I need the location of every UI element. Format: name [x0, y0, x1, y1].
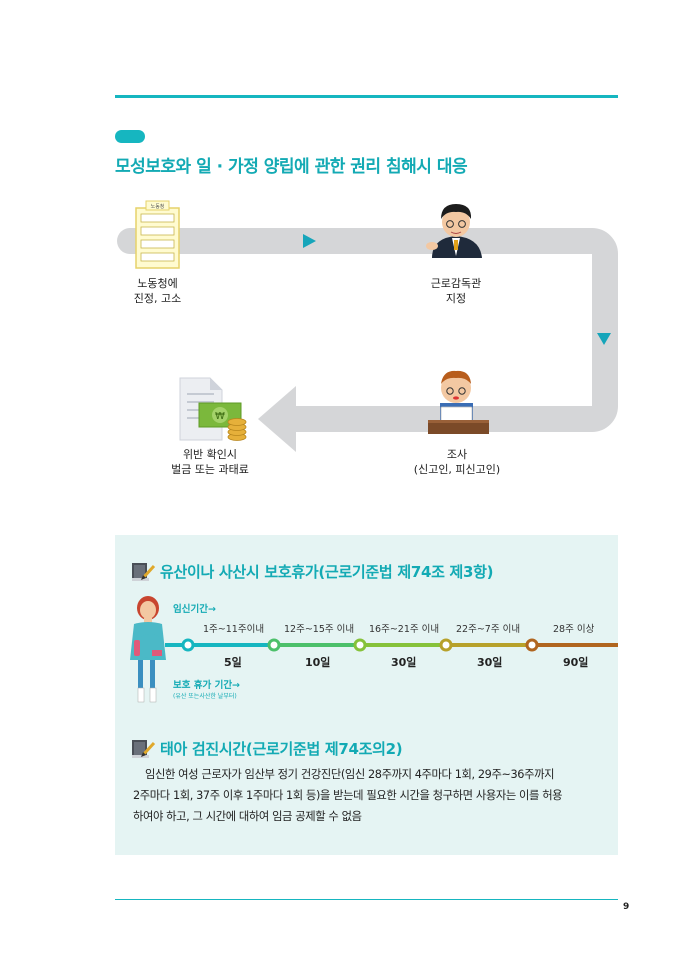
range-3: 16주~21주 이내: [369, 624, 440, 635]
timeline-dot: [439, 638, 453, 652]
page-number: 9: [623, 902, 630, 912]
flow-track: [130, 228, 618, 432]
investigator-icon: [428, 370, 489, 434]
arrow-right-icon: [303, 234, 316, 248]
book-pen-icon: [132, 563, 156, 581]
building-icon: 노동청: [135, 200, 180, 269]
section-marker: [115, 130, 145, 143]
info-box: [115, 535, 618, 855]
checkup-title: 태아 검진시간(근로기준법 제74조의2): [160, 740, 403, 758]
days-5: 90일: [563, 656, 589, 669]
timeline-dot: [525, 638, 539, 652]
page-title: 모성보호와 일 · 가정 양립에 관한 권리 침해시 대응: [115, 157, 468, 177]
checkup-paragraph: 임신한 여성 근로자가 임산부 정기 건강진단(임신 28주까지 4주마다 1회…: [133, 764, 613, 827]
bottom-rule: [115, 899, 618, 900]
checkup-line-3: 하여야 하고, 그 시간에 대하여 임금 공제할 수 없음: [133, 810, 362, 823]
checkup-line-1: 임신한 여성 근로자가 임산부 정기 건강진단(임신 28주까지 4주마다 1회…: [145, 768, 555, 781]
top-rule: [115, 95, 618, 98]
leave-period-label: 보호 휴가 기간→: [173, 680, 241, 691]
checkup-line-2: 2주마다 1회, 37주 이후 1주마다 1회 등)을 받는데 필요한 시간을 …: [133, 789, 563, 802]
days-3: 30일: [391, 656, 417, 669]
timeline-dot: [181, 638, 195, 652]
days-2: 10일: [305, 656, 331, 669]
range-4: 22주~7주 이내: [456, 624, 521, 635]
timeline-dot: [353, 638, 367, 652]
building-sign: 노동청: [151, 204, 165, 210]
pregnancy-period-label: 임신기간→: [173, 604, 216, 615]
range-1: 1주~11주이내: [203, 624, 265, 635]
flow-arrow-head: [258, 386, 296, 452]
range-2: 12주~15주 이내: [284, 624, 355, 635]
fine-document-icon: ₩: [179, 377, 247, 441]
won-icon: ₩: [215, 411, 225, 422]
days-1: 5일: [224, 656, 242, 669]
flow-diagram: 노동청: [117, 200, 618, 452]
book-pen-icon-2: [132, 740, 156, 758]
inspector-icon: [426, 204, 482, 258]
arrow-down-icon: [597, 333, 611, 345]
days-4: 30일: [477, 656, 503, 669]
pregnant-woman-icon: [130, 596, 166, 703]
leave-title: 유산이나 사산시 보호휴가(근로기준법 제74조 제3항): [160, 563, 494, 581]
step3-label: 조사(신고인, 피신고인): [413, 448, 501, 476]
timeline-dot: [267, 638, 281, 652]
range-5: 28주 이상: [553, 624, 595, 635]
leave-period-note: (유산 또는사산한 날부터): [173, 693, 237, 700]
